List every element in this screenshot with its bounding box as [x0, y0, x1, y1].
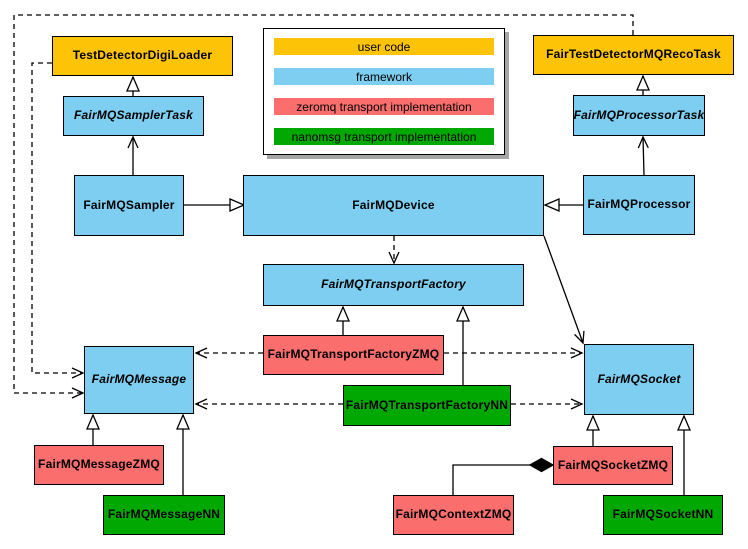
legend-label: zeromq transport implementation	[296, 99, 472, 114]
node-fairmq-transport-factory-zmq: FairMQTransportFactoryZMQ	[263, 335, 444, 375]
node-fairmq-socket: FairMQSocket	[584, 344, 694, 415]
node-label: FairMQSocket	[597, 371, 681, 386]
node-label: FairTestDetectorMQRecoTask	[546, 47, 721, 62]
node-label: TestDetectorDigiLoader	[72, 48, 213, 63]
node-label: FairMQProcessor	[587, 197, 691, 212]
node-fairmq-message: FairMQMessage	[84, 346, 194, 414]
legend-label: framework	[355, 69, 412, 84]
node-fairmq-transport-factory-nn: FairMQTransportFactoryNN	[343, 385, 511, 426]
node-fairmq-socket-zmq: FairMQSocketZMQ	[553, 446, 673, 485]
node-label: FairMQProcessorTask	[573, 107, 705, 122]
legend-label: user code	[357, 39, 411, 54]
node-fairmq-message-zmq: FairMQMessageZMQ	[34, 445, 164, 485]
node-label: FairMQSocketNN	[612, 507, 714, 522]
legend-label: nanomsg transport implementation	[291, 129, 477, 144]
edge-device-socket	[543, 235, 585, 345]
node-label: FairMQContextZMQ	[395, 507, 512, 522]
node-label: FairMQMessageNN	[107, 507, 221, 522]
node-label: FairMQDevice	[352, 197, 435, 212]
node-fairmq-processor-task: FairMQProcessorTask	[573, 95, 705, 136]
legend: user code framework zeromq transport imp…	[263, 28, 505, 155]
node-fairmq-context-zmq: FairMQContextZMQ	[393, 495, 514, 535]
edge-processor-processortask	[637, 135, 649, 176]
node-fairmq-message-nn: FairMQMessageNN	[103, 495, 225, 535]
node-fairmq-processor: FairMQProcessor	[583, 175, 695, 235]
node-label: FairMQSamplerTask	[74, 108, 193, 123]
node-label: FairMQTransportFactory	[321, 277, 466, 292]
legend-item-user-code: user code	[274, 38, 494, 55]
legend-item-framework: framework	[274, 68, 494, 85]
composition-diamond-icon	[528, 457, 555, 473]
node-label: FairMQMessage	[91, 372, 187, 387]
node-fairmq-device: FairMQDevice	[243, 175, 544, 236]
node-fair-test-detector-mq-reco-task: FairTestDetectorMQRecoTask	[533, 35, 734, 75]
legend-item-zeromq: zeromq transport implementation	[274, 98, 494, 115]
node-fairmq-socket-nn: FairMQSocketNN	[603, 495, 723, 535]
node-test-detector-digi-loader: TestDetectorDigiLoader	[52, 36, 233, 76]
node-label: FairMQTransportFactoryZMQ	[267, 347, 440, 362]
node-label: FairMQSampler	[83, 197, 175, 212]
node-fairmq-sampler-task: FairMQSamplerTask	[63, 96, 204, 136]
edge-contextzmq-socketzmq	[452, 464, 531, 495]
node-label: FairMQSocketZMQ	[557, 457, 669, 472]
node-fairmq-transport-factory: FairMQTransportFactory	[263, 264, 524, 306]
node-label: FairMQTransportFactoryNN	[345, 397, 509, 412]
node-label: FairMQMessageZMQ	[38, 457, 160, 472]
node-fairmq-sampler: FairMQSampler	[74, 175, 184, 236]
legend-item-nanomsg: nanomsg transport implementation	[274, 128, 494, 145]
